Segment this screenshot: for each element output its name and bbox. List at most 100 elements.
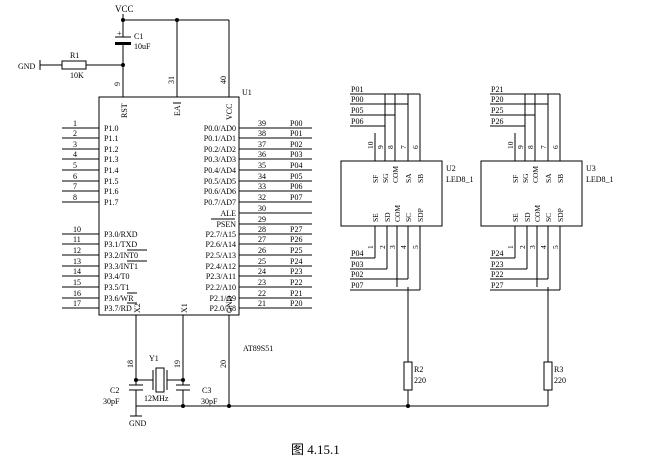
u1-pin-name: X1: [180, 303, 189, 313]
net-label: P21: [290, 289, 302, 298]
vcc-label: VCC: [115, 4, 134, 14]
u1-pin-name: P3.0/RXD: [104, 230, 138, 239]
net-label: P21: [491, 85, 503, 94]
c2-value: 30pF: [103, 397, 120, 406]
u1-pin-name: P0.4/AD4: [204, 166, 236, 175]
display-pin-name: SE: [511, 213, 520, 222]
display-pin-number: 9: [376, 145, 385, 149]
u1-left-pin-group: 1P1.02P1.13P1.24P1.35P1.46P1.57P1.68P1.7…: [62, 119, 147, 313]
figure-caption: 图 4.15.1: [291, 442, 340, 457]
u1-pin-number: 4: [73, 150, 77, 159]
u1-pin-name: P1.5: [104, 177, 118, 186]
net-label: P00: [290, 119, 302, 128]
u1-pin-number: 10: [73, 225, 81, 234]
display-pin-name: SF: [511, 175, 520, 183]
gnd-bottom-label: GND: [129, 419, 147, 428]
u1-pin-name: P2.7/A15: [206, 230, 236, 239]
display-pin-number: 4: [539, 245, 548, 249]
u1-pin-name: ALE: [220, 209, 236, 218]
u1-ref: U1: [242, 88, 252, 97]
display-pin-number: 10: [506, 141, 515, 149]
u1-pin-name: P1.2: [104, 145, 118, 154]
net-label: P01: [290, 129, 302, 138]
c3-value: 30pF: [201, 397, 218, 406]
display-pin-number: 10: [366, 141, 375, 149]
u1-pin-number: 1: [73, 119, 77, 128]
u1-pin-name: P3.7/RD: [104, 304, 132, 313]
u1-pin-name: P2.5/A13: [206, 251, 236, 260]
u1-pin-name: P0.5/AD5: [204, 177, 236, 186]
display-pin-number: 8: [386, 145, 395, 149]
net-label: P05: [351, 106, 363, 115]
net-label: P25: [290, 246, 302, 255]
u1-pin-name: VCC: [225, 104, 234, 120]
net-label: P07: [351, 281, 363, 290]
u1-pin-number: 21: [258, 299, 266, 308]
net-label: P03: [351, 260, 363, 269]
u1-pin-number: 19: [173, 360, 182, 368]
u1-pin-number: 39: [258, 119, 266, 128]
net-label: P25: [491, 106, 503, 115]
display-pin-name: SC: [404, 213, 413, 222]
display-u2: U2LED8_110SF9SG8COM7SA6SBP01P00P05P061SE…: [340, 85, 474, 291]
r1-value: 10K: [70, 71, 84, 80]
u1-pin-number: 22: [258, 289, 266, 298]
net-label: P03: [290, 150, 302, 159]
net-label: P02: [351, 270, 363, 279]
display-pin-number: 8: [526, 145, 535, 149]
net-label: P04: [351, 249, 363, 258]
net-label: P01: [351, 85, 363, 94]
u1-pin-number: 35: [258, 161, 266, 170]
c1-value: 10uF: [134, 42, 151, 51]
u1-pin-name: P2.2/A10: [206, 283, 236, 292]
net-label: P22: [491, 270, 503, 279]
y1-crystal: [155, 367, 165, 393]
display-pin-name: SB: [556, 174, 565, 183]
u1-pin-number: 8: [73, 193, 77, 202]
u1-pin-number: 34: [258, 172, 266, 181]
net-label: P23: [491, 260, 503, 269]
display-u3: U3LED8_110SF9SG8COM7SA6SBP21P20P25P261SE…: [480, 85, 614, 291]
net-label: P02: [290, 140, 302, 149]
u1-pin-number: 31: [167, 76, 176, 84]
u1-pin-name: P3.4/T0: [104, 272, 130, 281]
u1-pin-number: 32: [258, 193, 266, 202]
u1-pin-number: 3: [73, 140, 77, 149]
r1-resistor: [61, 60, 87, 70]
u1-pin-number: 40: [219, 76, 228, 84]
c1-ref: C1: [134, 32, 143, 41]
u1-pin-number: 12: [73, 246, 81, 255]
junction-dot: [181, 404, 185, 408]
display-pin-name: SA: [544, 173, 553, 183]
net-label: P23: [290, 267, 302, 276]
display-pin-number: 1: [506, 245, 515, 249]
net-label: P00: [351, 95, 363, 104]
u1-pin-name: P1.6: [104, 187, 118, 196]
c1-plus: +: [117, 29, 122, 38]
display-pin-number: 3: [388, 245, 397, 249]
u1-pin-number: 36: [258, 150, 266, 159]
c1-plate: [115, 42, 131, 45]
u1-mcu-body: [98, 96, 240, 316]
u1-pin-name: P0.7/AD7: [204, 198, 236, 207]
u1-pin-name: P2.6/A14: [206, 240, 236, 249]
display-body: [340, 160, 443, 227]
u1-pin-number: 27: [258, 235, 266, 244]
u1-pin-name: P2.3/A11: [206, 272, 236, 281]
display-pin-number: 2: [518, 245, 527, 249]
c3-ref: C3: [202, 386, 211, 395]
display-pin-number: 6: [551, 145, 560, 149]
display-pin-name: SDP: [416, 208, 425, 222]
u1-pin-number: 20: [219, 360, 228, 368]
u1-pin-name: P2.0/A8: [210, 304, 236, 313]
u1-pin-number: 5: [73, 161, 77, 170]
display-pin-number: 6: [411, 145, 420, 149]
u1-pin-number: 2: [73, 129, 77, 138]
u1-pin-number: 6: [73, 172, 77, 181]
display-pin-number: 4: [399, 245, 408, 249]
u1-pin-name: P2.1/A9: [210, 294, 236, 303]
u1-pin-name: P3.2/INT0: [104, 251, 138, 260]
r3-resistor: [543, 361, 553, 391]
u1-pin-number: 18: [126, 360, 135, 368]
